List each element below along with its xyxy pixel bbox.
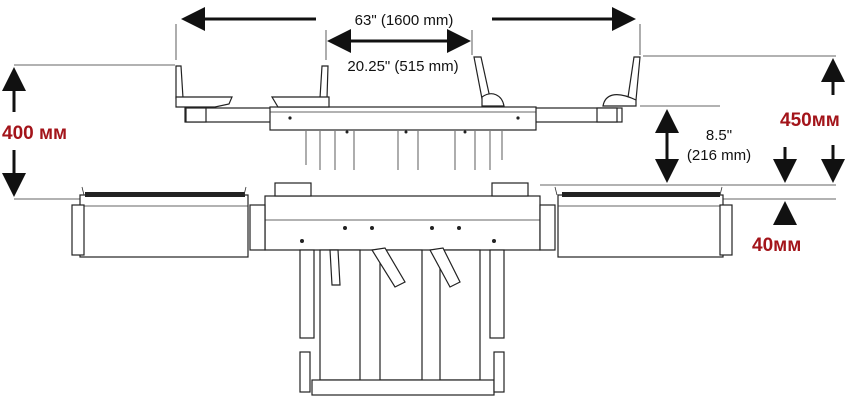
- left-height-dimension: 400 мм: [1, 64, 175, 200]
- overall-width-label: 63" (1600 mm): [355, 12, 454, 29]
- low-height-dimension: 40мм: [720, 147, 836, 256]
- low-height-label: 40мм: [752, 235, 801, 256]
- lowered-lift-body: [71, 182, 733, 396]
- left-height-label: 400 мм: [2, 123, 67, 144]
- right-height-label: 450мм: [780, 110, 840, 131]
- lift-height-dimension: 8.5" (216 mm): [655, 109, 751, 183]
- lift-height-label-line2: (216 mm): [687, 147, 751, 164]
- inner-width-label: 20.25" (515 mm): [347, 58, 458, 75]
- inner-width-dimension: 20.25" (515 mm): [325, 29, 473, 75]
- raised-lift-arms: [175, 56, 641, 170]
- right-height-dimension: 450мм: [540, 55, 845, 186]
- overall-width-dimension: 63" (1600 mm): [175, 7, 641, 60]
- lift-height-label-line1: 8.5": [706, 127, 732, 144]
